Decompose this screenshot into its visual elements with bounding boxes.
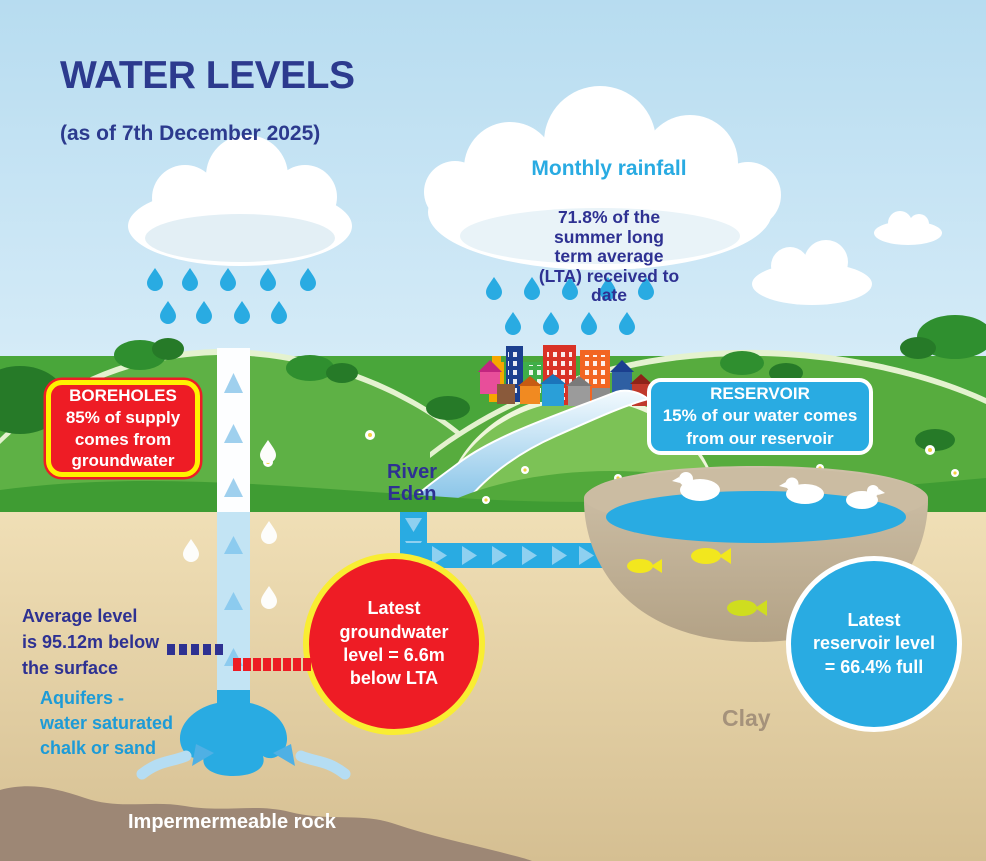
monthly-rainfall-heading: Monthly rainfall: [531, 157, 687, 180]
page-title-block: WATER LEVELS (as of 7th December 2025): [60, 38, 355, 164]
boreholes-callout-text: BOREHOLES 85% of supply comes from groun…: [65, 386, 181, 471]
impermeable-rock-label: Impermermeable rock: [128, 811, 336, 833]
groundwater-level-badge: Latest groundwater level = 6.6m below LT…: [303, 553, 485, 735]
groundwater-level-text: Latest groundwater level = 6.6m below LT…: [339, 598, 449, 689]
monthly-rainfall-block: Monthly rainfall 71.8% of the summer lon…: [498, 139, 720, 324]
small-cloud-icon: [752, 240, 872, 305]
current-level-dashes: [233, 658, 311, 671]
duck-icon: [672, 472, 885, 509]
aquifer-inflow-arrow-right: [273, 744, 351, 780]
aquifers-label: Aquifers - water saturated chalk or sand: [40, 688, 174, 759]
rain-cloud-left-icon: [128, 135, 352, 266]
rain-cloud-center-icon: [424, 86, 781, 270]
average-level-dashes: [167, 644, 223, 655]
reservoir-level-text: Latest reservoir level = 66.4% full: [812, 609, 936, 677]
reservoir-callout-text: RESERVOIR 15% of our water comes from ou…: [662, 384, 858, 448]
clay-label: Clay: [722, 705, 771, 731]
reservoir-level-badge: Latest reservoir level = 66.4% full: [786, 556, 962, 732]
small-cloud-far-icon: [874, 211, 942, 245]
boreholes-callout: BOREHOLES 85% of supply comes from groun…: [46, 380, 200, 477]
town-buildings: [478, 345, 652, 406]
page-subtitle: (as of 7th December 2025): [60, 122, 321, 145]
reservoir-water: [606, 491, 906, 543]
average-level-label: Average level is 95.12m below the surfac…: [22, 606, 160, 679]
fish-icon: [627, 548, 767, 616]
monthly-rainfall-value: 71.8% of the summer long term average (L…: [538, 207, 680, 306]
page-title: WATER LEVELS: [60, 54, 355, 97]
river-eden-label: River Eden: [386, 461, 438, 505]
impermeable-rock: [0, 786, 532, 861]
transfer-pipe: [400, 512, 610, 568]
borehole-column: [217, 348, 250, 692]
aquifer-inflow-arrow-left: [136, 744, 214, 780]
reservoir-callout: RESERVOIR 15% of our water comes from ou…: [647, 378, 873, 455]
